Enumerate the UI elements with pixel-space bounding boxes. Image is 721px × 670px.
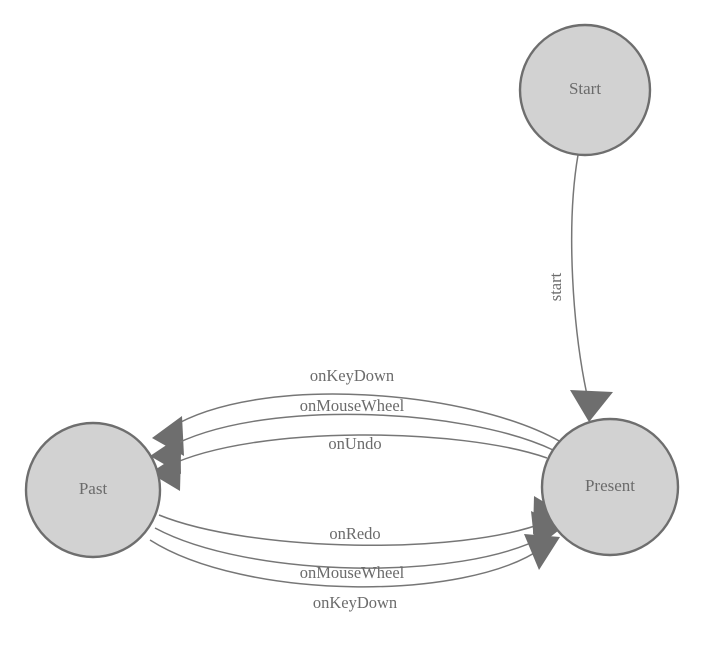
node-start[interactable]: Start — [518, 23, 652, 157]
edge-present-past-wheel-label: onMouseWheel — [300, 396, 405, 415]
edge-past-present-wheel-label: onMouseWheel — [300, 563, 405, 582]
edge-start-present-arrowhead — [570, 390, 613, 422]
edge-start-present[interactable]: start — [546, 154, 613, 422]
edge-past-present-redo[interactable]: onRedo — [158, 496, 564, 547]
node-present[interactable]: Present — [540, 417, 680, 557]
edge-past-present-keydown-path — [149, 539, 543, 588]
edge-past-present-wheel[interactable]: onMouseWheel — [154, 511, 563, 582]
edge-present-past-undo-label: onUndo — [328, 434, 381, 453]
edge-present-past-undo-arrowhead — [150, 453, 181, 491]
edge-past-present-keydown-label: onKeyDown — [313, 593, 397, 612]
node-present-label: Present — [585, 476, 635, 495]
edge-past-present-keydown-arrowhead — [524, 534, 560, 570]
node-start-label: Start — [569, 79, 601, 98]
edge-past-present-keydown[interactable]: onKeyDown — [149, 534, 560, 612]
edge-start-present-path — [570, 154, 590, 405]
edge-present-past-keydown-label: onKeyDown — [310, 366, 394, 385]
edge-present-past-undo[interactable]: onUndo — [150, 434, 548, 491]
edge-start-present-label: start — [546, 272, 565, 301]
edge-past-present-redo-label: onRedo — [329, 524, 380, 543]
edge-past-present-wheel-path — [154, 527, 546, 569]
node-present-circle — [540, 417, 680, 557]
edge-present-past-undo-path — [167, 434, 548, 467]
edge-past-present-redo-path — [158, 514, 547, 547]
node-start-circle — [518, 23, 652, 157]
node-past[interactable]: Past — [24, 421, 162, 559]
edge-present-past-wheel-path — [167, 413, 554, 451]
node-past-label: Past — [79, 479, 108, 498]
edge-present-past-keydown-path — [169, 393, 562, 443]
node-past-circle — [24, 421, 162, 559]
